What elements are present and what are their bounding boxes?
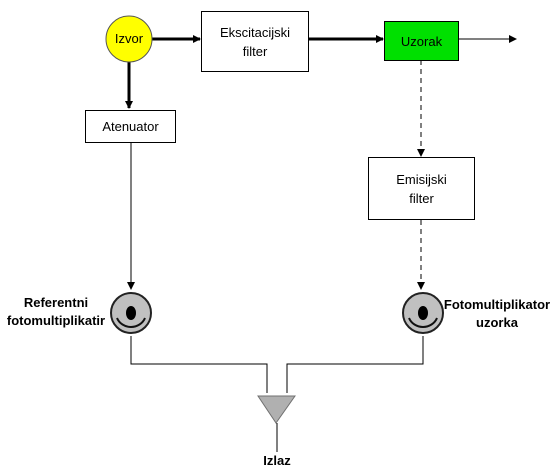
output-label: Izlaz	[263, 453, 291, 468]
sample-pmt-label-line1: Fotomultiplikator	[443, 297, 551, 312]
sample-pmt-label-line2: uzorka	[476, 315, 518, 330]
wire-sample-to-amplifier	[286, 336, 424, 393]
reference-pmt-label-line1: Referentni	[23, 295, 89, 310]
emission-filter-box: Emisijski filter	[368, 157, 475, 220]
reference-pmt-icon	[110, 292, 152, 334]
source-node	[105, 15, 153, 63]
emission-filter-line2: filter	[409, 190, 434, 206]
excitation-filter-box: Ekscitacijski filter	[201, 11, 309, 72]
sample-pmt-icon	[402, 292, 444, 334]
sample-box: Uzorak	[384, 21, 459, 61]
emission-filter-line1: Emisijski	[396, 171, 447, 187]
wire-reference-to-amplifier	[130, 336, 268, 393]
sample-pmt-label: Fotomultiplikator uzorka	[440, 296, 554, 332]
excitation-filter-line2: filter	[242, 43, 268, 59]
attenuator-box: Atenuator	[85, 110, 176, 143]
amplifier-triangle	[257, 395, 296, 424]
reference-pmt-label-line2: fotomultiplikatir	[6, 313, 106, 328]
source-label: Izvor	[114, 31, 144, 46]
reference-pmt-label: Referentni fotomultiplikatir	[0, 294, 112, 330]
attenuator-label: Atenuator	[102, 119, 159, 134]
excitation-filter-line1: Ekscitacijski	[219, 24, 291, 40]
sample-label: Uzorak	[400, 33, 443, 49]
